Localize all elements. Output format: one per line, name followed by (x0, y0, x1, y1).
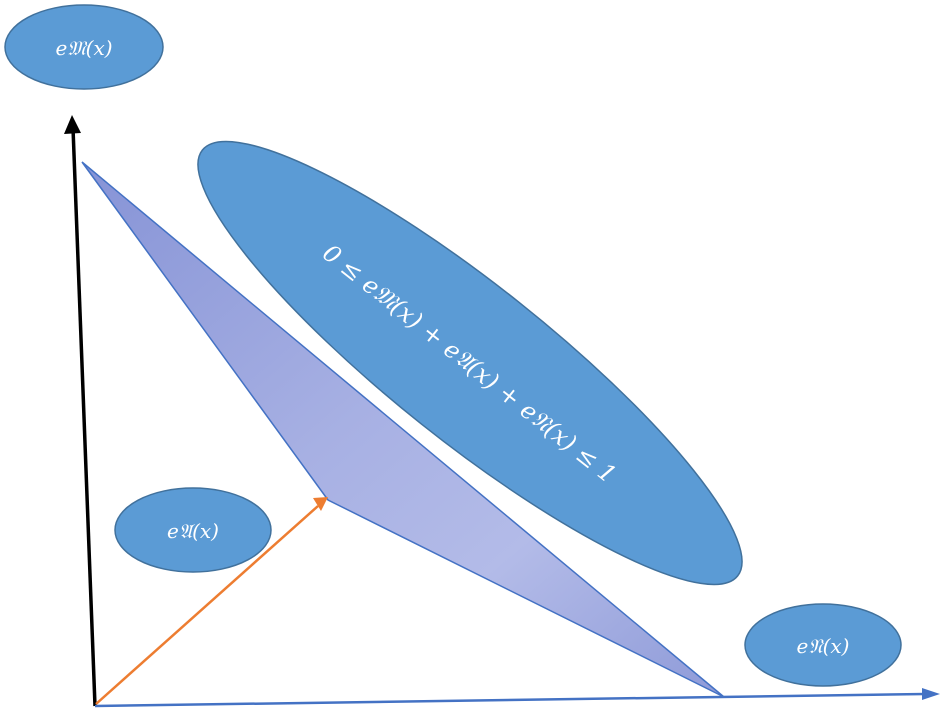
em-ellipse (4, 4, 164, 90)
en-ellipse (744, 603, 902, 687)
horizontal-axis (94, 692, 926, 708)
ea-vector-arrowhead (313, 497, 328, 511)
vertical-axis-arrowhead (64, 115, 81, 134)
ea-label: e𝔄(x) (167, 519, 219, 543)
membership-plane (81, 161, 725, 698)
vertical-axis (71, 127, 97, 707)
em-label: e𝔐(x) (55, 36, 112, 60)
en-label: e𝔑(x) (797, 634, 850, 658)
constraint-ellipse (197, 140, 743, 586)
ea-ellipse (114, 487, 272, 573)
ea-vector-arrow (95, 505, 319, 705)
horizontal-axis-arrowhead (922, 688, 940, 700)
